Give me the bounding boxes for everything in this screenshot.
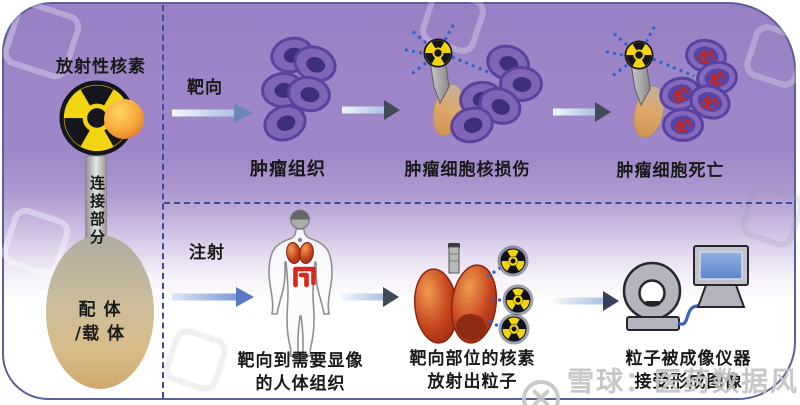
imaging-step2-caption-line2: 放射出粒子: [427, 372, 518, 392]
therapy-arrow-3: [553, 102, 611, 122]
injection-arrow-label: 注射: [189, 243, 225, 263]
thyroid-dot: [297, 237, 303, 243]
emission-dotted-lines: [486, 266, 503, 329]
imaging-arrow-2: [341, 287, 399, 307]
radiopharmaceutical-structure: [46, 80, 154, 389]
tumor-tissue-cells: [258, 32, 342, 148]
linker-label: 连接部分: [88, 175, 106, 247]
therapy-step2-caption: 肿瘤细胞核损伤: [404, 160, 531, 180]
nuclide-label: 放射性核素: [56, 57, 146, 77]
ligand-label-line2: /载 体: [74, 324, 126, 344]
therapy-arrow-1: [172, 103, 253, 123]
therapy-step1-caption: 肿瘤组织: [250, 159, 326, 180]
emitted-particles: [497, 245, 534, 345]
dead-tumor-cells: [655, 35, 740, 142]
imaging-step3-caption-line1: 粒子被成像仪器: [625, 349, 752, 369]
imaging-step1-caption-line1: 靶向到需要显像: [237, 351, 364, 371]
brand-watermark: 雪球：医药数据风向标: [522, 360, 800, 405]
imaging-step1-caption-line2: 的人体组织: [255, 374, 346, 394]
scanner-cable: [677, 304, 701, 326]
brand-watermark-text: 雪球：医药数据风向标: [567, 367, 799, 398]
targeting-arrow-label: 靶向: [187, 78, 223, 98]
nuclide-ball: [104, 99, 144, 139]
damaged-tumor-cells: [446, 40, 543, 148]
vertical-dashed-divider: [162, 5, 164, 398]
therapy-arrow-2: [342, 100, 400, 120]
intestine-shape: [293, 266, 316, 288]
pet-scanner-icon: [622, 261, 682, 331]
horizontal-dashed-divider: [164, 202, 792, 204]
imaging-arrow-1: [172, 287, 254, 307]
brand-watermark-logo-icon: [522, 380, 560, 405]
imaging-step2-caption-line1: 靶向部位的核素: [409, 349, 536, 369]
ligand-ellipse: [46, 235, 154, 389]
imaging-step3-caption-line2: 接受形成图像: [634, 372, 743, 392]
therapy-step3-caption: 肿瘤细胞死亡: [616, 161, 725, 181]
human-body-icon: [268, 209, 333, 357]
monitor-icon: [693, 245, 749, 308]
ligand-label-line1: 配 体: [78, 300, 122, 320]
imaging-arrow-3: [553, 291, 619, 311]
lungs-icon: [414, 243, 498, 344]
